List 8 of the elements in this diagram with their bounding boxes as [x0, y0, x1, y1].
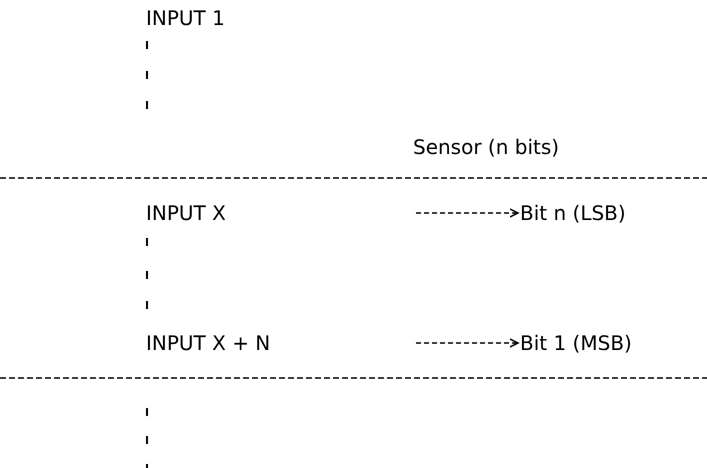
arrow [416, 208, 519, 218]
signal-label: INPUT X + N [146, 329, 270, 357]
text-label: INPUT 1 [146, 5, 225, 32]
text-label: Sensor (n bits) [413, 134, 560, 161]
signal-label: Bit 1 (MSB) [520, 329, 632, 357]
signal-label: Bit n (LSB) [520, 199, 626, 227]
signal-label: INPUT X [146, 199, 226, 227]
arrow [416, 338, 519, 348]
